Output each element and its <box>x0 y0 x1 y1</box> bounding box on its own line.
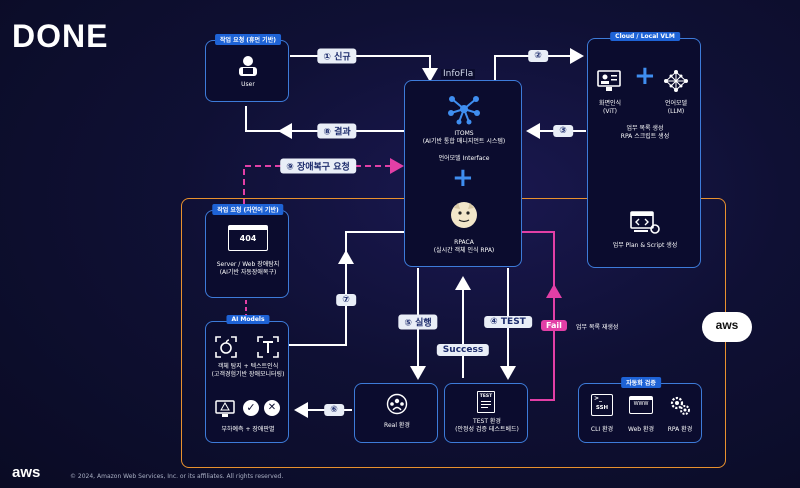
test-doc-icon: TEST <box>477 391 495 413</box>
itoms-box: InfoFla ITOMS (AI기반 통합 매니지먼트 시스템) 언어모델 I… <box>404 69 522 267</box>
cli-env-label: CLI 환경 <box>590 426 614 433</box>
vision-sub: (ViT) <box>603 108 617 115</box>
plan-line-2: RPA 스크립트 생성 <box>620 133 670 140</box>
regenerate-label: 업무 목록 재생성 <box>576 324 619 331</box>
test-env-label-2: (안정성 검증 테스트베드) <box>455 426 519 433</box>
server-web-box: 작업 요청 (자연어 기반) 404 Server / Web 장애탐지 (AI… <box>205 204 289 298</box>
cloud-vlm-tag: Cloud / Local VLM <box>610 32 680 41</box>
ai-line-3: 부하예측 + 장애판별 <box>221 426 275 433</box>
real-env-box: Real 환경 <box>354 383 438 443</box>
check-icon: ✓ <box>243 400 259 416</box>
vision-label: 화면인식 <box>598 100 622 107</box>
load-alert-icon <box>215 400 235 417</box>
error-code: 404 <box>239 234 257 243</box>
ai-models-tag: AI Models <box>226 315 270 324</box>
aws-cloud-badge: aws <box>702 312 752 342</box>
gears-icon <box>670 396 690 415</box>
infofla-logo: InfoFla <box>441 69 476 79</box>
fail-label: Fail <box>541 320 567 331</box>
itoms-subtitle: (AI기반 통합 매니지먼트 시스템) <box>422 138 506 145</box>
rpaca-subtitle: (실시간 객체 인식 RPA) <box>433 247 495 254</box>
step-7-label: ⑦ <box>336 294 356 306</box>
llm-brain-icon <box>664 70 688 92</box>
interface-label: 언어모델 Interface <box>438 155 490 162</box>
step-4-test-label: ④ TEST <box>484 316 532 328</box>
user-tag: 작업 요청 (휴먼 기반) <box>215 34 281 45</box>
copyright-text: © 2024, Amazon Web Services, Inc. or its… <box>70 473 284 480</box>
web-env-label: Web 환경 <box>627 426 655 433</box>
llm-label: 언어모델 <box>664 100 688 107</box>
rpaca-title: RPACA <box>454 239 474 246</box>
llm-sub: (LLM) <box>667 108 685 115</box>
test-env-box: TEST TEST 환경 (안정성 검증 테스트베드) <box>444 383 528 443</box>
auto-verify-tag: 자동화 검증 <box>621 377 661 388</box>
network-hub-icon <box>448 96 480 125</box>
auto-verify-box: 자동화 검증 >_ SSH WWW CLI 환경 Web 환경 RPA 환경 <box>578 377 702 443</box>
server-tag: 작업 요청 (자연어 기반) <box>212 204 284 215</box>
server-label-1: Server / Web 장애탐지 <box>216 261 280 268</box>
user-box: 작업 요청 (휴먼 기반) User <box>205 34 289 102</box>
rpaca-mascot-icon <box>451 202 477 228</box>
aws-footer-logo: aws <box>12 464 41 481</box>
rpa-env-label: RPA 환경 <box>667 426 693 433</box>
success-label: Success <box>436 344 490 356</box>
browser-404-icon: 404 <box>228 225 268 251</box>
itoms-title: ITOMS <box>454 130 474 137</box>
step-5-execute-label: ⑤ 실행 <box>398 314 438 330</box>
ai-models-box: AI Models 객체 탐지 + 텍스트인식 (고객경험기반 장애모니터링) … <box>205 315 289 443</box>
step-8-result-label: ⑧ 결과 <box>317 123 357 139</box>
object-detect-icon <box>215 336 237 358</box>
vlm-plus-icon: + <box>634 61 656 91</box>
slide-title: DONE <box>12 18 109 54</box>
server-label-2: (AI기반 자동장애복구) <box>219 269 277 276</box>
screen-vision-icon <box>597 70 621 91</box>
step-2-label: ② <box>528 50 548 62</box>
cross-icon: ✕ <box>264 400 280 416</box>
user-label: User <box>241 81 255 88</box>
step-1-new-label: ① 신규 <box>317 48 357 64</box>
ai-line-1: 객체 탐지 + 텍스트인식 <box>217 363 279 370</box>
test-env-label-1: TEST 환경 <box>473 418 501 425</box>
script-code-icon <box>630 211 660 234</box>
ssh-text: SSH <box>595 405 609 411</box>
text-recognition-icon <box>257 336 279 358</box>
real-env-label: Real 환경 <box>384 422 410 429</box>
test-doc-text: TEST <box>479 394 493 399</box>
aws-cloud-text: aws <box>715 318 739 332</box>
step-3-label: ③ <box>553 125 573 137</box>
ai-line-2: (고객경험기반 장애모니터링) <box>211 371 285 378</box>
cloud-vlm-box: Cloud / Local VLM + 화면인식 (ViT) 언어모델 (LLM… <box>587 32 701 268</box>
plan-output-label: 업무 Plan & Script 생성 <box>612 242 678 249</box>
ssh-terminal-icon: >_ SSH <box>591 394 613 416</box>
step-6-label: ⑥ <box>324 404 344 416</box>
people-network-icon <box>386 393 408 415</box>
plus-icon: + <box>452 163 474 193</box>
web-browser-icon: WWW <box>629 396 653 414</box>
step-9-recovery-label: ⑨ 장애복구 요청 <box>280 158 356 174</box>
user-icon <box>239 56 257 76</box>
plan-line-1: 업무 목록 생성 <box>626 125 664 132</box>
